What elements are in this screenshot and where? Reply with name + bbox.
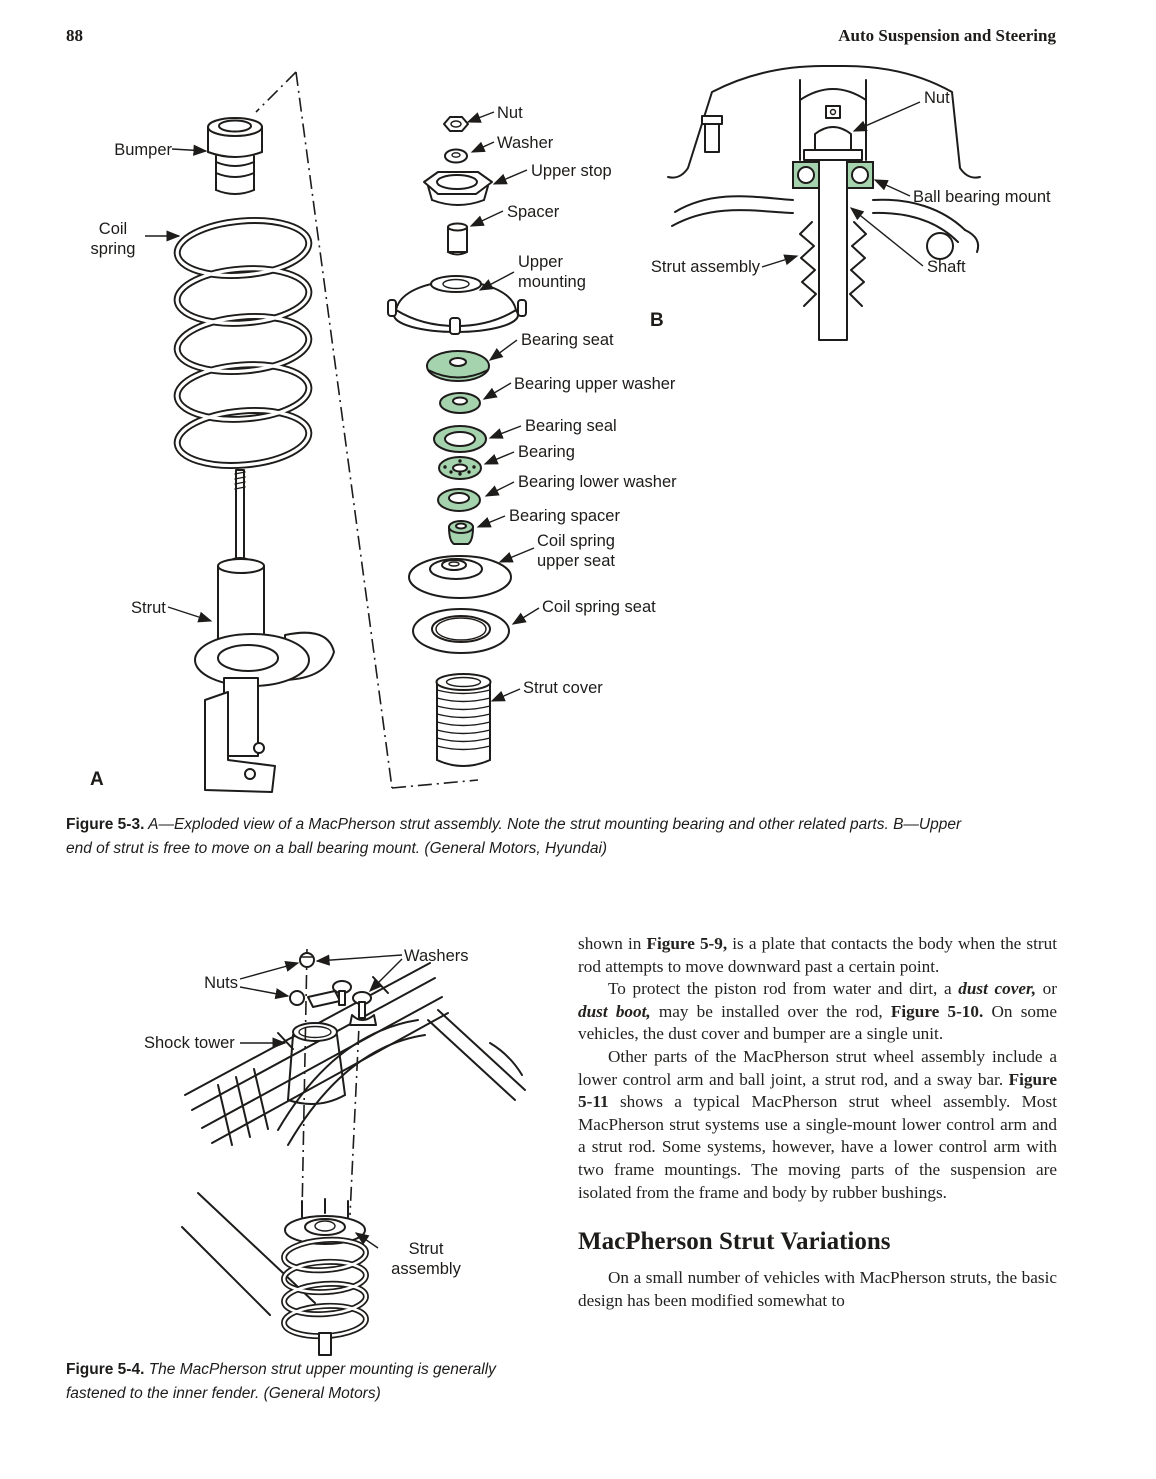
strut-drawing xyxy=(194,469,335,793)
part-letter-a: A xyxy=(90,769,104,790)
figure-5-4-caption-text: The MacPherson strut upper mounting is g… xyxy=(66,1361,496,1402)
exploded-parts-drawing xyxy=(387,116,527,335)
label-coil-spring: Coil spring xyxy=(90,220,136,258)
body-structure-drawing xyxy=(181,962,526,1316)
figure-5-4-caption-label: Figure 5-4. xyxy=(66,1361,145,1378)
spring-seats-drawing xyxy=(408,555,512,767)
label-coil-spring-upper-seat: Coil spring upper seat xyxy=(537,532,615,570)
fasteners-drawing xyxy=(289,948,377,1216)
label-strut-assembly: Strut assembly xyxy=(391,1240,461,1278)
coil-spring-drawing xyxy=(173,216,313,470)
section-heading: MacPherson Strut Variations xyxy=(578,1228,891,1256)
label-bumper: Bumper xyxy=(114,141,172,159)
label-spacer: Spacer xyxy=(507,203,560,221)
label-nut-b: Nut xyxy=(924,89,950,107)
leader-lines xyxy=(145,101,924,702)
label-bearing-lower-washer: Bearing lower washer xyxy=(518,473,677,491)
paragraph-3: Other parts of the MacPherson strut whee… xyxy=(578,1046,1057,1202)
running-title: Auto Suspension and Steering xyxy=(838,26,1056,45)
figure-5-4-artwork xyxy=(181,948,526,1356)
label-bearing-seal: Bearing seal xyxy=(525,417,617,435)
label-bearing: Bearing xyxy=(518,443,575,461)
paragraph-1: shown in Figure 5-9, is a plate that con… xyxy=(578,934,1057,976)
label-upper-stop: Upper stop xyxy=(531,162,612,180)
label-bearing-spacer: Bearing spacer xyxy=(509,507,620,525)
text-column: shown in Figure 5-9, is a plate that con… xyxy=(578,933,1057,1312)
figure-5-3-artwork xyxy=(145,65,981,793)
strut-assembly-drawing xyxy=(281,1198,369,1356)
figure-5-3-caption: Figure 5-3. A—Exploded view of a MacPher… xyxy=(66,813,976,860)
label-nuts: Nuts xyxy=(204,974,238,992)
label-nut: Nut xyxy=(497,104,523,122)
leader-lines xyxy=(239,954,403,1249)
page-number: 88 xyxy=(66,26,83,45)
label-strut-assembly-b: Strut assembly xyxy=(650,258,760,276)
bearing-parts-green xyxy=(426,350,490,545)
paragraph-2: To protect the piston rod from water and… xyxy=(578,979,1057,1044)
label-strut-cover: Strut cover xyxy=(523,679,603,697)
figure-5-3-caption-label: Figure 5-3. xyxy=(66,816,145,833)
paragraph-4: On a small number of vehicles with MacPh… xyxy=(578,1268,1057,1310)
figure-5-3-caption-text: A—Exploded view of a MacPherson strut as… xyxy=(66,816,962,857)
label-washers: Washers xyxy=(404,947,469,965)
label-bearing-seat: Bearing seat xyxy=(521,331,614,349)
label-coil-spring-seat: Coil spring seat xyxy=(542,598,656,616)
label-shock-tower: Shock tower xyxy=(144,1034,235,1052)
figure-5-4-caption: Figure 5-4. The MacPherson strut upper m… xyxy=(66,1358,536,1405)
divider-dash-dot xyxy=(255,71,479,789)
part-letter-b: B xyxy=(650,310,664,331)
label-bearing-upper-washer: Bearing upper washer xyxy=(514,375,676,393)
part-b-drawing xyxy=(667,65,981,341)
bumper-drawing xyxy=(207,117,263,195)
label-ball-bearing-mount: Ball bearing mount xyxy=(913,188,1051,206)
label-upper-mounting: Upper mounting xyxy=(518,253,586,291)
label-strut: Strut xyxy=(131,599,166,617)
label-shaft: Shaft xyxy=(927,258,966,276)
label-washer: Washer xyxy=(497,134,554,152)
